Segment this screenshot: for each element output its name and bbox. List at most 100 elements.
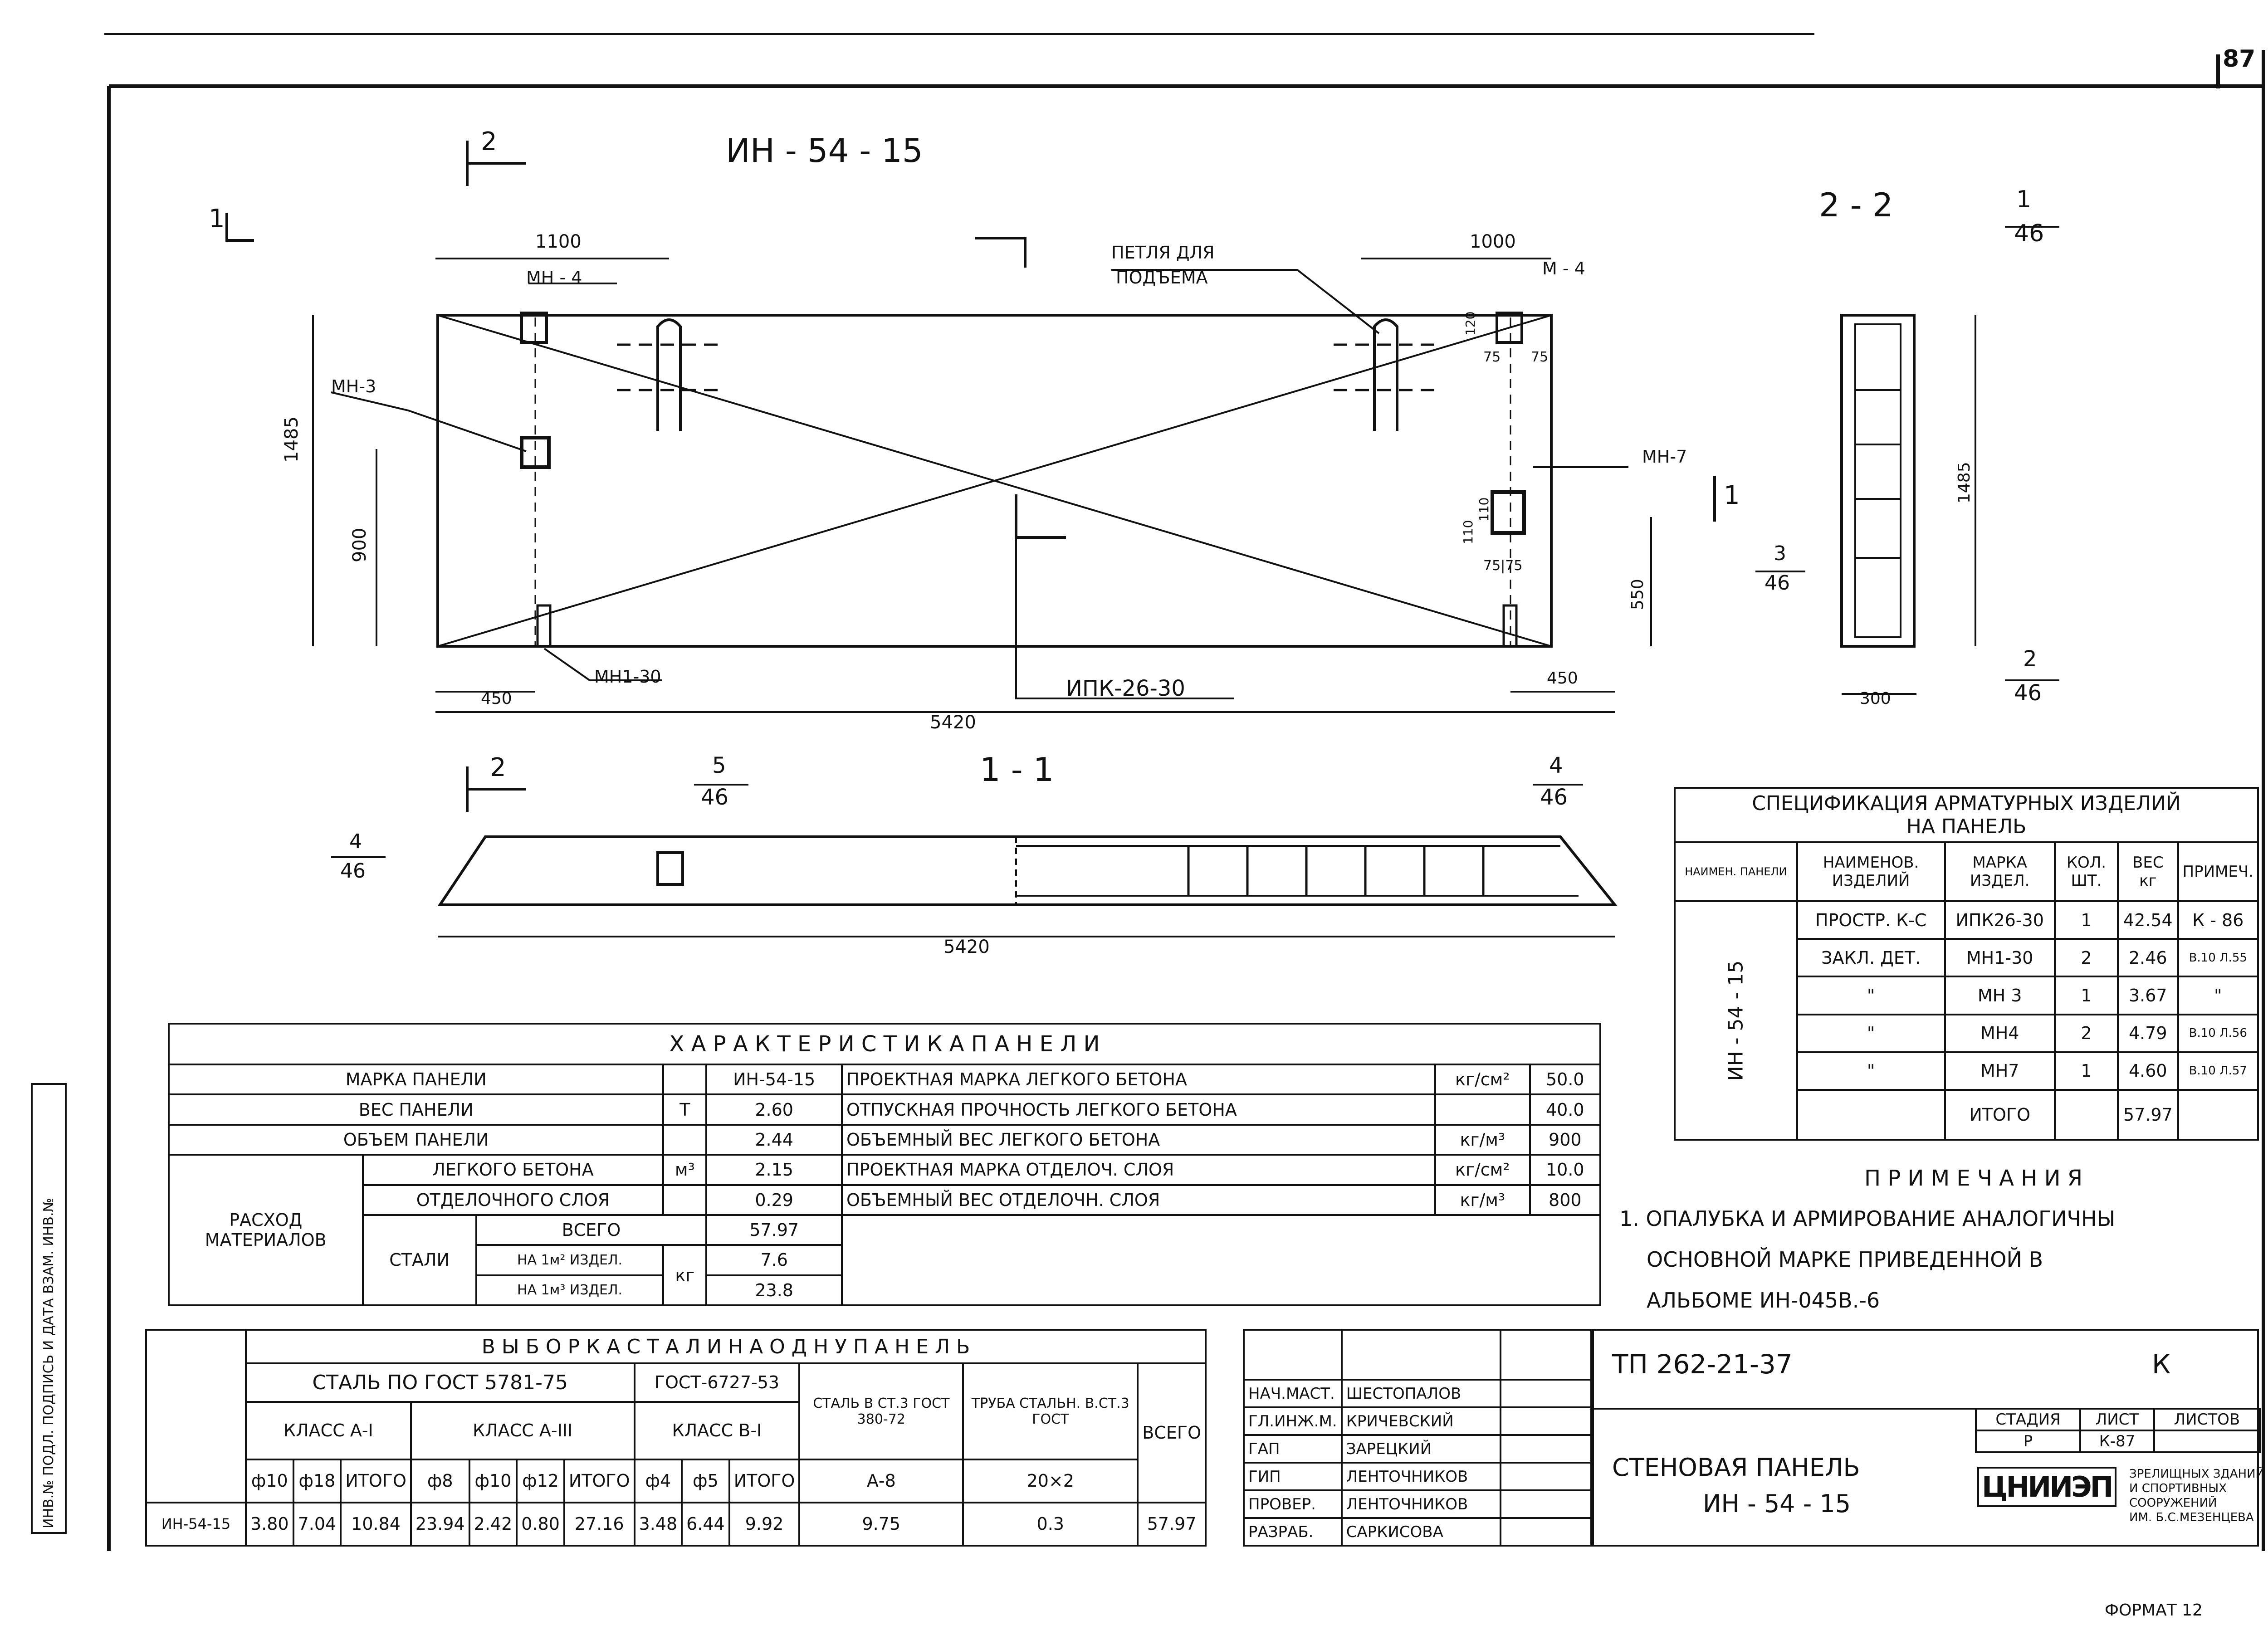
steel-value: 23.94	[410, 1501, 470, 1547]
unit-finish-mark: кг/см²	[1434, 1154, 1531, 1186]
fraction-4b-den: 46	[340, 859, 366, 883]
unit-density: кг/м³	[1434, 1123, 1531, 1156]
steel-value: 7.04	[292, 1501, 342, 1547]
spec-total-empty3	[2177, 1089, 2259, 1141]
section-2-2-title: 2 - 2	[1819, 186, 1893, 224]
section-2-2-cage	[1854, 323, 1901, 638]
sig-sign	[1500, 1489, 1592, 1519]
dim-75-75: 75|75	[1483, 558, 1523, 574]
steel-total-header: ВСЕГО	[1137, 1362, 1207, 1503]
specification-title-line2: НА ПАНЕЛЬ	[1906, 815, 2027, 838]
margin-note: ИНВ.№ ПОДЛ. ПОДПИСЬ И ДАТА ВЗАМ. ИНВ.№	[41, 1198, 57, 1528]
spec-row-mark: МН 3	[1944, 976, 2056, 1015]
title-name-line1: СТЕНОВАЯ ПАНЕЛЬ	[1612, 1453, 1860, 1482]
label-steel-total: ВСЕГО	[475, 1214, 708, 1246]
label-consumption: РАСХОД МАТЕРИАЛОВ	[168, 1154, 364, 1306]
label-design-mark: ПРОЕКТНАЯ МАРКА ЛЕГКОГО БЕТОНА	[841, 1063, 1436, 1096]
unit-steel: кг	[662, 1244, 708, 1306]
label-finish-density: ОБЪЕМНЫЙ ВЕС ОТДЕЛОЧН. СЛОЯ	[841, 1184, 1436, 1216]
value-density: 900	[1529, 1123, 1602, 1156]
steel-header: ф5	[681, 1458, 730, 1503]
steel-header: ф4	[633, 1458, 683, 1503]
panel-plan-view	[225, 141, 1716, 713]
notes-line2: ОСНОВНОЙ МАРКЕ ПРИВЕДЕННОЙ В	[1647, 1247, 2043, 1272]
value-steel-total: 57.97	[705, 1214, 843, 1246]
label-mn7: МН-7	[1642, 447, 1687, 467]
leader-mn3	[331, 391, 527, 452]
sig-role: ГАП	[1243, 1434, 1343, 1464]
spec-row-name: ПРОСТР. К-С	[1796, 900, 1946, 940]
spec-row-weight: 4.79	[2117, 1013, 2179, 1053]
spec-row-note: В.10 Л.57	[2177, 1051, 2259, 1091]
value-steel-m3: 23.8	[705, 1274, 843, 1307]
dim-1000: 1000	[1470, 231, 1516, 252]
label-m4: М - 4	[1542, 259, 1585, 278]
panel-mark-title: ИН - 54 - 15	[726, 132, 923, 170]
spec-total-label: ИТОГО	[1944, 1089, 2056, 1141]
sig-role: ПРОВЕР.	[1243, 1489, 1343, 1519]
steel-selection-table: В Ы Б О Р К А С Т А Л И Н А О Д Н У П А …	[145, 1328, 1207, 1547]
steel-header: ИТОГО	[563, 1458, 635, 1503]
steel-gost1: СТАЛЬ ПО ГОСТ 5781-75	[245, 1362, 635, 1403]
label-loop-line1: ПЕТЛЯ ДЛЯ	[1111, 243, 1215, 263]
spec-total-value: 57.97	[2117, 1089, 2179, 1141]
value-panel-mark: ИН-54-15	[705, 1063, 843, 1096]
sig-sign	[1500, 1406, 1592, 1436]
fraction-2-den: 46	[2014, 680, 2042, 706]
steel-selection-title: В Ы Б О Р К А С Т А Л И Н А О Д Н У П А …	[245, 1328, 1207, 1365]
steel-corner-cell	[145, 1329, 247, 1503]
spec-row-qty: 1	[2053, 1051, 2119, 1091]
section-2-2-view	[1840, 314, 1976, 695]
steel-value: 2.42	[468, 1501, 518, 1547]
cut-arrow-2-top	[466, 141, 526, 186]
sig-empty	[1243, 1329, 1343, 1381]
dim-5420-top: 5420	[930, 712, 976, 733]
part-mn7	[1491, 490, 1526, 535]
label-steel: СТАЛИ	[362, 1214, 477, 1307]
section-1-1-view	[437, 766, 1618, 937]
spec-row-qty: 1	[2053, 900, 2119, 940]
unit-finish-layer	[662, 1184, 708, 1216]
sig-name: САРКИСОВА	[1340, 1517, 1502, 1547]
title-divider	[1594, 1408, 2259, 1410]
label-panel-mark: МАРКА ПАНЕЛИ	[167, 1063, 665, 1096]
label-mn1-30: МН1-30	[594, 667, 661, 687]
spec-total-empty2	[2053, 1089, 2119, 1141]
cut-label-2-bottom: 2	[490, 753, 506, 782]
leader-loop	[1111, 269, 1380, 334]
sig-empty	[1500, 1329, 1592, 1381]
title-letter: К	[2152, 1349, 2171, 1380]
org-line4: ИМ. Б.С.МЕЗЕНЦЕВА	[2129, 1511, 2254, 1524]
value-finish-mark: 10.0	[1529, 1154, 1602, 1186]
spec-row-qty: 1	[2053, 976, 2119, 1015]
label-mn4: МН - 4	[526, 268, 582, 288]
dim-1485: 1485	[281, 416, 302, 463]
unit-panel-mark	[662, 1063, 708, 1096]
value-volume: 2.44	[705, 1123, 843, 1156]
title-name-line2: ИН - 54 - 15	[1703, 1489, 1851, 1518]
sig-sign	[1500, 1434, 1592, 1464]
unit-volume	[662, 1123, 708, 1156]
sheet-label: ЛИСТ	[2079, 1408, 2155, 1431]
fraction-top-num: 1	[2016, 186, 2032, 213]
notes-line1: 1. ОПАЛУБКА И АРМИРОВАНИЕ АНАЛОГИЧНЫ	[1619, 1206, 2116, 1231]
consumption-line2: МАТЕРИАЛОВ	[205, 1230, 327, 1250]
dim-550: 550	[1628, 579, 1647, 610]
value-finish-layer: 0.29	[705, 1184, 843, 1216]
steel-value: 3.48	[633, 1501, 683, 1547]
col-qty: КОЛ. ШТ.	[2053, 841, 2119, 902]
steel-value: 9.92	[728, 1501, 801, 1547]
part-mn1-30-left	[536, 604, 552, 648]
sig-name: ШЕСТОПАЛОВ	[1340, 1379, 1502, 1408]
sheets-value	[2153, 1430, 2261, 1453]
steel-value-total: 57.97	[1137, 1501, 1207, 1547]
unit-weight: Т	[662, 1093, 708, 1126]
fraction-5-num: 5	[712, 753, 726, 778]
sig-role: ГЛ.ИНЖ.М.	[1243, 1406, 1343, 1436]
sig-name: ЗАРЕЦКИЙ	[1340, 1434, 1502, 1464]
fraction-top-den: 46	[2014, 220, 2044, 247]
steel-a8-header: СТАЛЬ В СТ.3 ГОСТ 380-72	[798, 1362, 964, 1460]
sig-name: ЛЕНТОЧНИКОВ	[1340, 1462, 1502, 1491]
format-label: ФОРМАТ 12	[2105, 1601, 2203, 1620]
